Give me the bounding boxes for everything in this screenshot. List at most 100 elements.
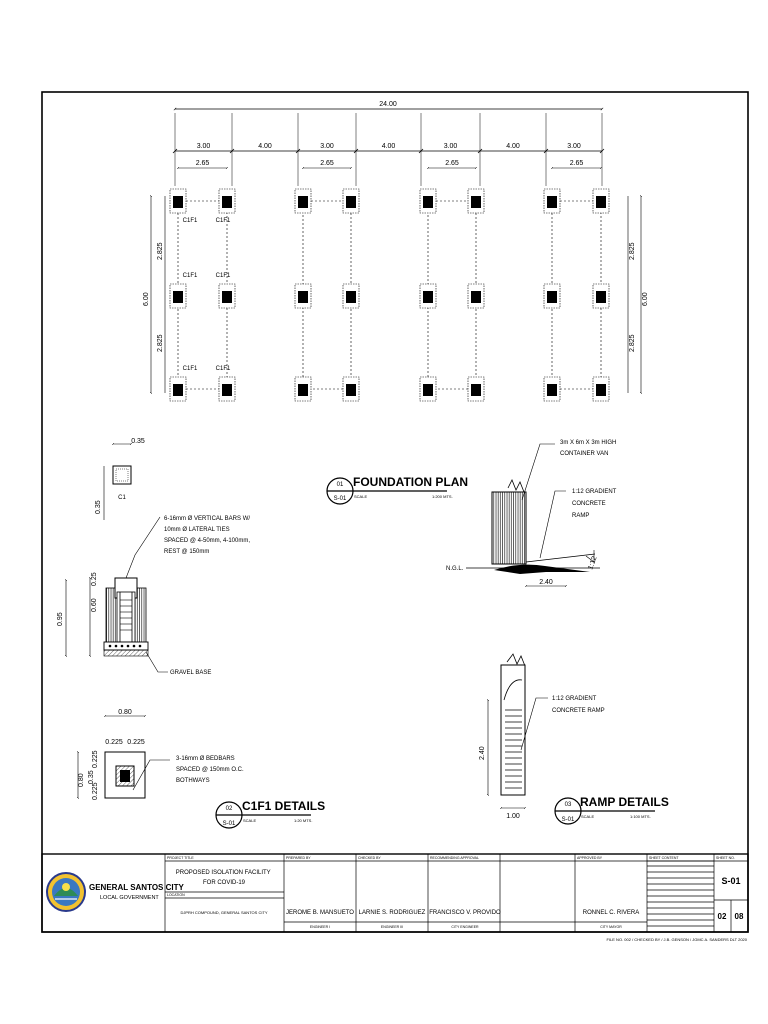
ramp-title: 03 S-01 RAMP DETAILS SCALE 1:100 MTS. xyxy=(554,795,669,825)
van-note: 3m X 6m X 3m HIGH CONTAINER VAN xyxy=(560,440,618,457)
column-mark xyxy=(471,196,481,208)
half-depth-label-left-bottom: 2.825 xyxy=(157,334,164,352)
column-mark xyxy=(222,291,232,303)
ramp-plan-length: 2.40 xyxy=(479,746,486,760)
column-mark xyxy=(346,384,356,396)
approved-role: CITY MAYOR xyxy=(600,925,622,929)
ramp-section: 3m X 6m X 3m HIGH CONTAINER VAN 1:12 GRA… xyxy=(446,440,618,820)
recommending-label: RECOMMENDING APPROVAL xyxy=(430,856,479,860)
ramp-title-number: 03 xyxy=(565,802,572,808)
sheet-content-label: SHEET CONTENT xyxy=(649,856,679,860)
bay-width-label: 4.00 xyxy=(258,143,272,150)
c1f1-depth-mid: 0.60 xyxy=(91,598,98,612)
depth-label-right: 6.00 xyxy=(642,292,649,306)
dimension-tick xyxy=(353,148,359,154)
checked-role: ENGINEER III xyxy=(381,925,403,929)
column-mark xyxy=(423,384,433,396)
checked-by: LARNIE S. RODRIGUEZ xyxy=(359,910,426,916)
inner-width-label: 2.65 xyxy=(445,160,459,167)
c1f1-title-scale-label: SCALE xyxy=(243,818,256,823)
bay-width-label: 4.00 xyxy=(382,143,396,150)
column-mark xyxy=(423,291,433,303)
column-mark xyxy=(222,384,232,396)
project-title: PROPOSED ISOLATION FACILITY FOR COVID-19 xyxy=(176,870,272,886)
sheet-no-label: SHEET NO. xyxy=(716,856,735,860)
approved-label: APPROVED BY xyxy=(577,856,603,860)
footing-edge-right: 0.225 xyxy=(127,739,145,746)
prepared-label: PREPARED BY xyxy=(286,856,311,860)
bedbar-note: 3-16mm Ø BEDBARS SPACED @ 150mm O.C. BOT… xyxy=(176,756,245,784)
city-seal-logo xyxy=(46,872,86,912)
c1f1-depth-total: 0.95 xyxy=(57,612,64,626)
recommending-role: CITY ENGINEER xyxy=(451,925,479,929)
recommending-by: FRANCISCO V. PROVIDO xyxy=(429,910,501,916)
footing-label: C1F1 xyxy=(216,273,231,279)
foundation-plan-number: 01 xyxy=(337,482,344,488)
c1f1-title-sheet-ref: S-01 xyxy=(223,821,236,827)
sheet-number: 02 xyxy=(718,912,727,921)
c1f1-title-number: 02 xyxy=(226,806,233,812)
bay-width-label: 3.00 xyxy=(197,143,211,150)
footing-label: C1F1 xyxy=(183,218,198,224)
total-width-label: 24.00 xyxy=(379,101,397,108)
org-subtitle: LOCAL GOVERNMENT xyxy=(100,895,159,901)
c1f1-section: 0.35 C1 0.35 6-16mm Ø VERTICAL BARS W/ 1… xyxy=(57,438,252,800)
footing-width: 0.80 xyxy=(118,709,132,716)
column-mark xyxy=(173,291,183,303)
bay-width-label: 3.00 xyxy=(320,143,334,150)
c1f1-rebar-note: 6-16mm Ø VERTICAL BARS W/ 10mm Ø LATERAL… xyxy=(164,516,252,555)
c1f1-title-text: C1F1 DETAILS xyxy=(242,799,325,813)
bay-width-label: 3.00 xyxy=(444,143,458,150)
footer-note: FILE NO. 002 / CHECKED BY / J.B. GENSON … xyxy=(607,937,748,942)
foundation-plan-title: 01 S-01 FOUNDATION PLAN SCALE 1:200 MTS. xyxy=(326,475,468,505)
footing-depth-c: 0.225 xyxy=(92,782,99,800)
inner-width-label: 2.65 xyxy=(570,160,584,167)
project-title-label: PROJECT TITLE xyxy=(167,856,194,860)
c1f1-depth-top: 0.25 xyxy=(91,572,98,586)
column-mark xyxy=(471,291,481,303)
ramp-plan xyxy=(500,664,526,796)
c1f1-column-tag: C1 xyxy=(118,495,126,501)
footing-depth-a: 0.225 xyxy=(92,750,99,768)
column-mark xyxy=(547,384,557,396)
location: DJPRH COMPOUND, GENERAL SANTOS CITY xyxy=(180,910,267,915)
org-name: GENERAL SANTOS CITY xyxy=(89,883,184,892)
column-mark xyxy=(346,291,356,303)
prepared-by: JEROME B. MANSUETO xyxy=(286,910,354,916)
dimension-tick xyxy=(172,148,178,154)
title-block: GENERAL SANTOS CITY LOCAL GOVERNMENT PRO… xyxy=(41,853,749,933)
footing-depth: 0.80 xyxy=(78,773,85,787)
sheet-total: 08 xyxy=(735,912,744,921)
ramp-title-text: RAMP DETAILS xyxy=(580,795,669,809)
dimension-tick xyxy=(295,148,301,154)
ramp-note: 1:12 GRADIENT CONCRETE RAMP xyxy=(572,489,618,519)
foundation-plan-scale-value: 1:200 MTS. xyxy=(432,494,453,499)
inner-width-label: 2.65 xyxy=(196,160,210,167)
ramp-slope: 1:12 xyxy=(587,555,598,570)
ramp-title-scale-value: 1:100 MTS. xyxy=(630,814,651,819)
column-mark xyxy=(298,384,308,396)
column-mark xyxy=(596,196,606,208)
sheet-code: S-01 xyxy=(721,876,740,886)
depth-label-left: 6.00 xyxy=(143,292,150,306)
column-plan xyxy=(112,465,132,485)
container-van xyxy=(491,491,527,565)
ramp-title-scale-label: SCALE xyxy=(581,814,594,819)
checked-label: CHECKED BY xyxy=(358,856,381,860)
column-mark xyxy=(173,384,183,396)
gravel-base-label: GRAVEL BASE xyxy=(170,670,211,676)
dimension-tick xyxy=(477,148,483,154)
dimension-tick xyxy=(599,148,605,154)
bay-width-label: 4.00 xyxy=(506,143,520,150)
footing-label: C1F1 xyxy=(216,218,231,224)
column-mark xyxy=(298,196,308,208)
foundation-plan-sheet-ref: S-01 xyxy=(334,496,347,502)
column-mark xyxy=(423,196,433,208)
column-mark xyxy=(298,291,308,303)
bay-width-label: 3.00 xyxy=(567,143,581,150)
footing-label: C1F1 xyxy=(183,366,198,372)
half-depth-label-right-top: 2.825 xyxy=(629,242,636,260)
ramp-title-sheet-ref: S-01 xyxy=(562,817,575,823)
column-mark xyxy=(222,196,232,208)
column-mark xyxy=(173,196,183,208)
